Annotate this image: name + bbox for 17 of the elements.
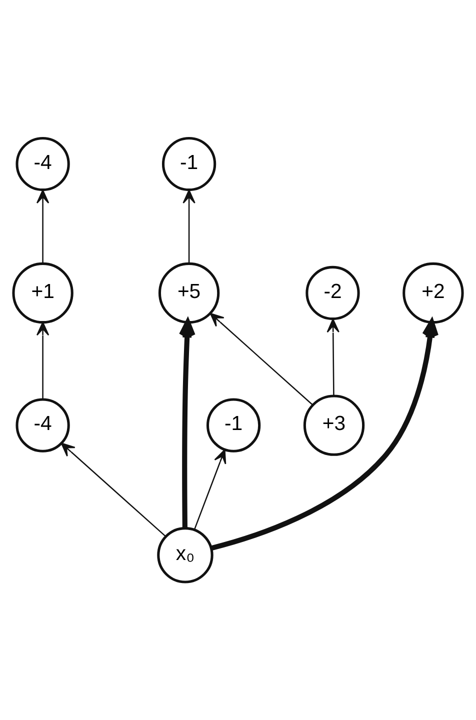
node-circle: -1 [206,398,261,452]
node-circle: -4 [16,398,70,452]
arrow [60,442,166,537]
arrow [194,449,226,530]
arrow [210,312,314,406]
node-circle: +1 [12,262,74,324]
node-circle: +2 [402,262,464,324]
node-circle: x₀ [157,527,214,584]
node-circle: +5 [158,262,220,324]
node-circle: -4 [16,136,70,192]
node-circle: -2 [306,266,360,320]
node-circle: -1 [162,136,216,192]
arrow [36,322,50,400]
arrow [36,190,50,264]
arrow [326,318,340,396]
node-circle: +3 [303,394,365,456]
arrow [182,190,196,264]
